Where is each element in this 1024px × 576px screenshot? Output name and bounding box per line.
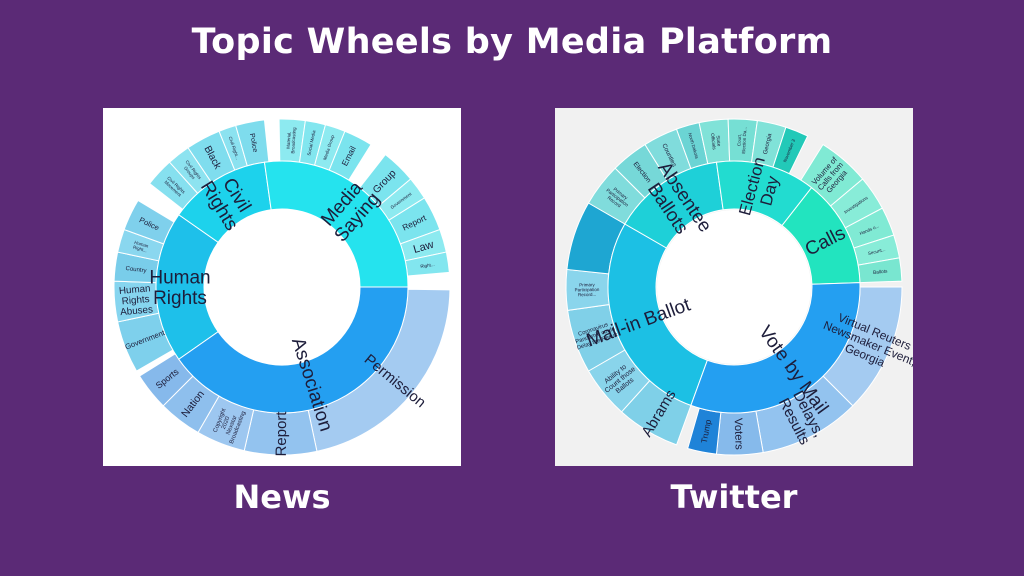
- outer-segment-label: Social Media: [306, 129, 316, 156]
- outer-segment-label: Securit...: [867, 247, 885, 256]
- inner-segment-media-saying[interactable]: [263, 160, 409, 288]
- outer-segment-label: Right...: [420, 262, 435, 269]
- outer-segment-label: Court,Election Da...: [736, 127, 747, 154]
- outer-segment-label: PrimaryParticipationRecord...: [574, 282, 600, 297]
- inner-segment-mail-in-ballot[interactable]: [607, 223, 708, 407]
- outer-segment-label: Law: [412, 239, 436, 256]
- news-caption: News: [233, 478, 331, 516]
- news-sunburst-chart: GovernmentHumanRightsAbusesCountryHumanR…: [113, 118, 451, 457]
- inner-segment-association[interactable]: [178, 286, 409, 414]
- outer-segment-label: StateOfficials: [710, 132, 722, 150]
- outer-segment-label: Report: [273, 411, 290, 457]
- wheel-center-hole: [657, 210, 811, 364]
- page-title: Topic Wheels by Media Platform: [191, 22, 833, 62]
- outer-segment-label: Material,Broadcasting: [285, 126, 297, 153]
- twitter-caption: Twitter: [670, 478, 798, 516]
- outer-segment-label: Country: [125, 266, 147, 275]
- inner-segment-vote-by-mail[interactable]: [690, 282, 861, 414]
- outer-segment-label: HumanRightsAbuses: [118, 283, 153, 318]
- outer-segment-label: Ballots: [873, 268, 889, 276]
- outer-segment-label: Georgia: [763, 132, 774, 155]
- outer-segment-label: Police: [248, 133, 259, 153]
- outer-segment-label: Voters: [732, 418, 745, 451]
- outer-segment-label: HumanRight...: [132, 240, 149, 254]
- wheel-center-hole: [205, 210, 359, 364]
- outer-segment-label: Trump: [699, 418, 713, 444]
